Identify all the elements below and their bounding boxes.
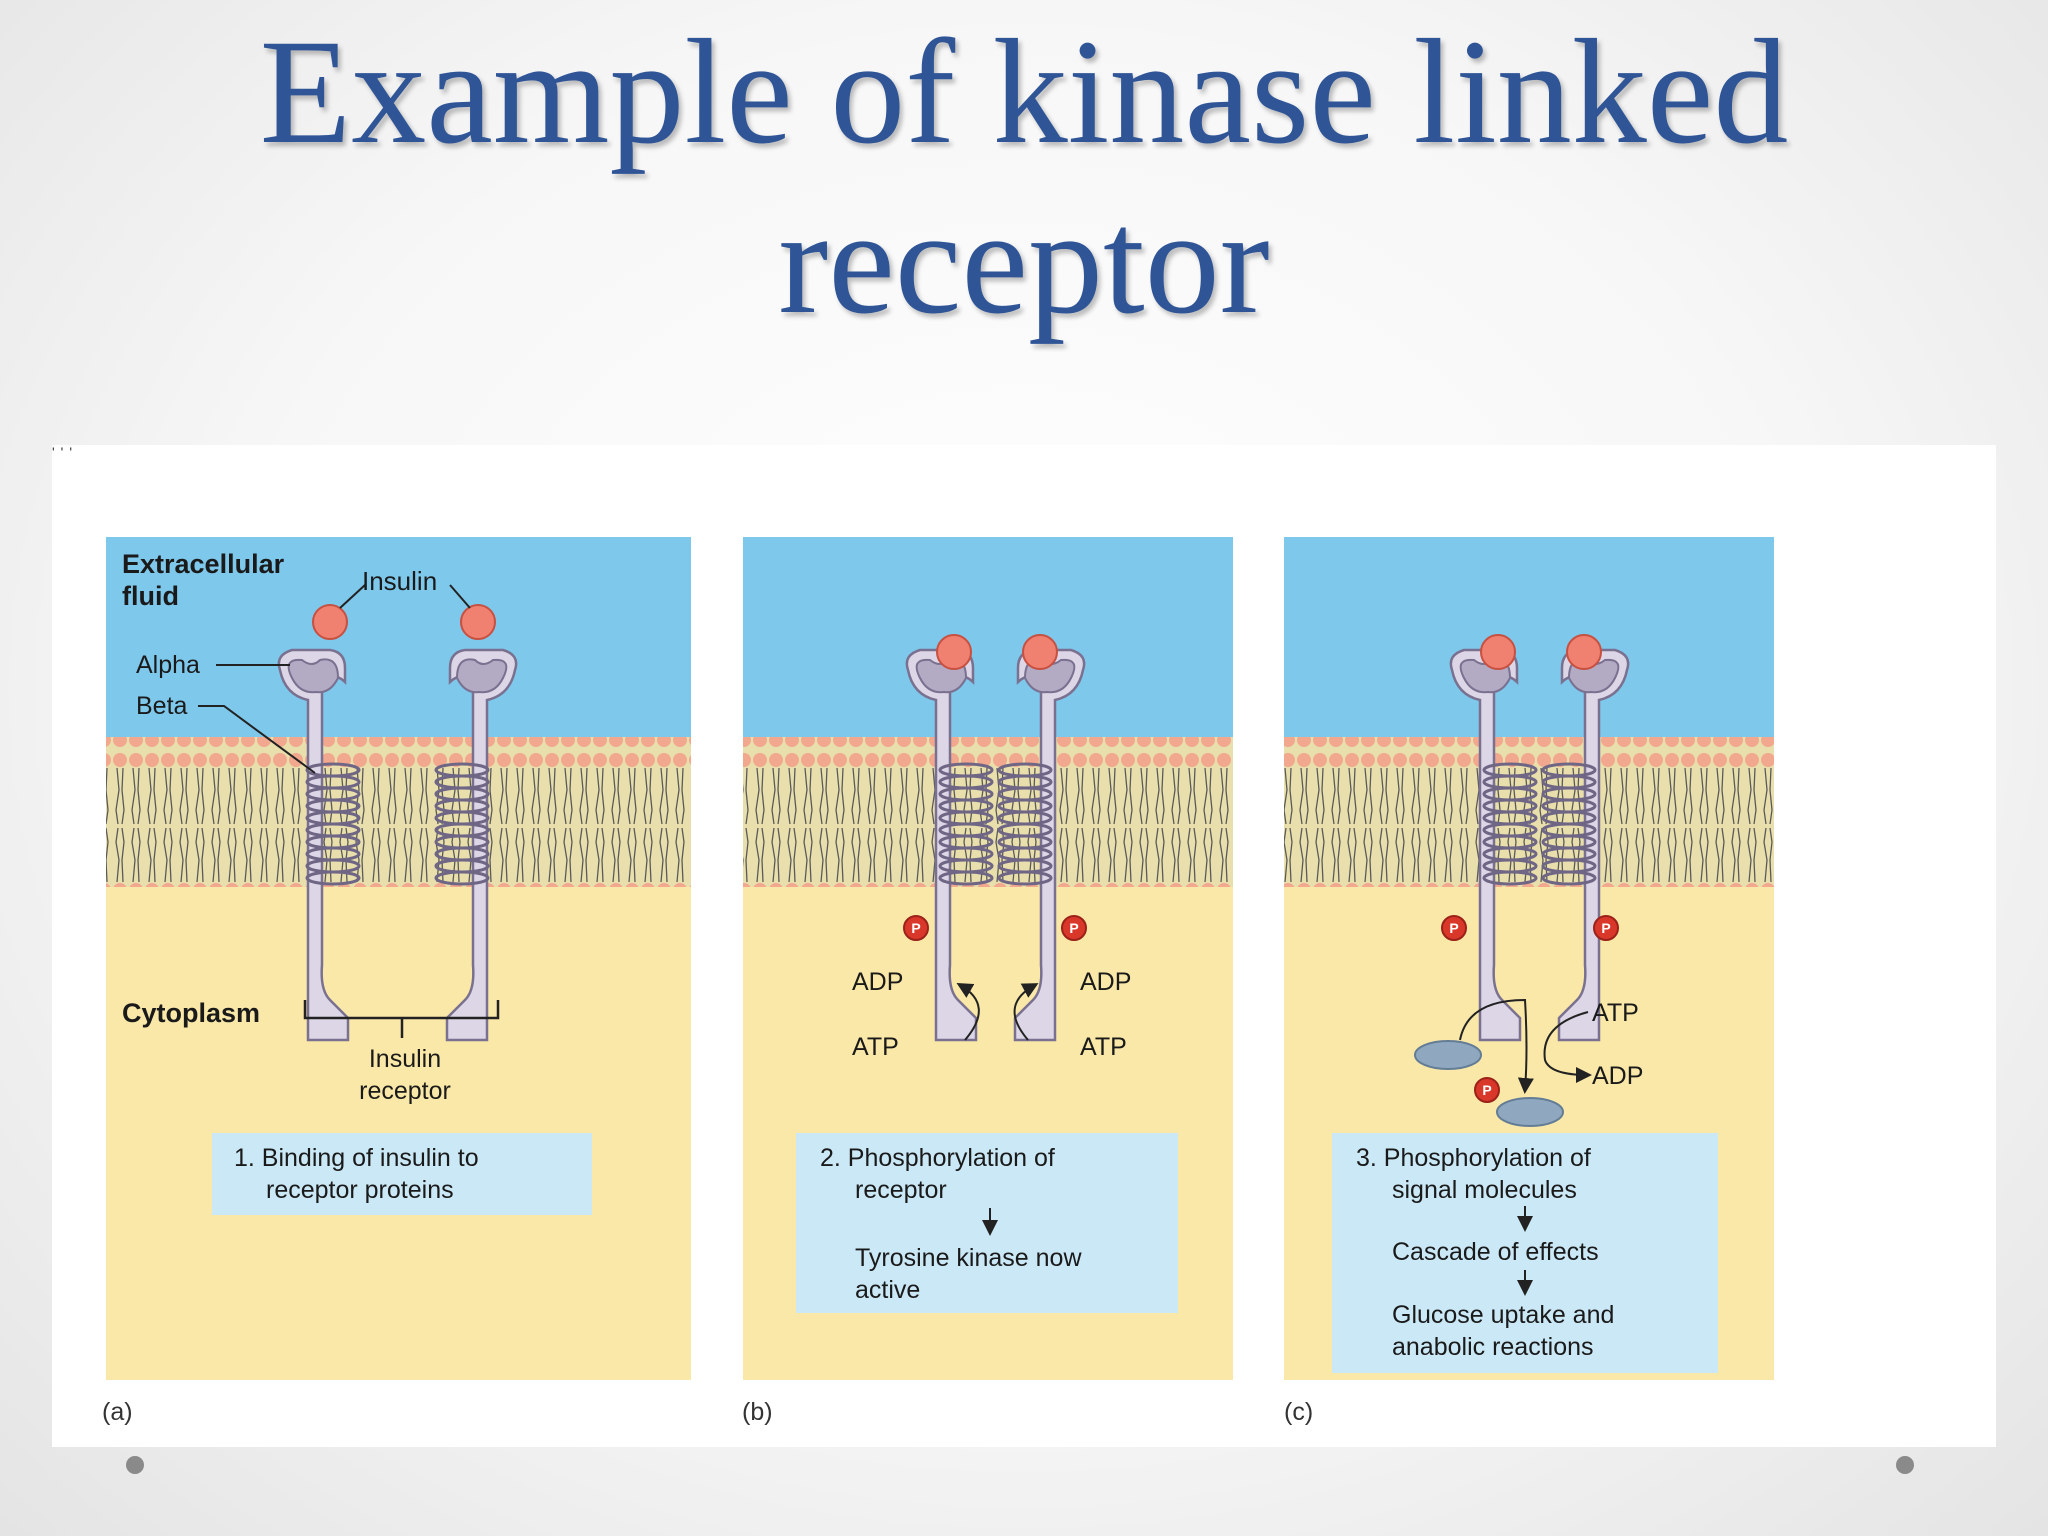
panel-c-caption-line-2: signal molecules [1392,1176,1577,1204]
panel-a-insulin-left [312,604,348,640]
panel-b-letter: (b) [742,1398,773,1426]
panel-b-adp-right: ADP [1080,968,1131,996]
panel-c-adp: ADP [1592,1062,1643,1090]
panel-c-signal-molecule-active [1496,1097,1564,1127]
panel-b-caption-line-3: Tyrosine kinase now [855,1244,1082,1272]
panel-b-extracellular [743,537,1233,737]
panel-b-insulin-right [1022,634,1058,670]
panel-c-arrow-main [1459,998,1534,1094]
label-insulin-receptor-line-2: receptor [359,1077,451,1105]
panel-b-phosphate-left [903,915,929,941]
panel-a-membrane [106,737,691,887]
panel-c-insulin-right [1566,634,1602,670]
panel-c-letter: (c) [1284,1398,1313,1426]
panel-c-arrow-atp [1543,1011,1592,1083]
panel-b-arrow-right [1013,983,1039,1041]
receptor-bracket [303,1000,500,1038]
beta-leader [198,705,316,774]
panel-c-caption-line-3: Cascade of effects [1392,1238,1599,1266]
panel-a: Extracellular fluid Insulin Alpha Beta C… [102,537,691,1426]
panel-c-membrane [1284,737,1774,887]
label-cytoplasm: Cytoplasm [122,998,260,1028]
panel-a-caption-line-2: receptor proteins [266,1176,454,1204]
label-extracellular-line-1: Extracellular [122,549,285,579]
panel-c-caption-box [1332,1133,1718,1373]
slide-title-line-1: Example of kinase linked [259,9,1789,175]
label-beta: Beta [136,692,188,720]
panel-c-signal-molecule-inactive [1414,1040,1482,1070]
panel-b-arrow-left [956,983,980,1041]
panel-b-caption-line-1: 2. Phosphorylation of [820,1144,1055,1172]
panel-a-insulin-leader-left [339,584,366,609]
panel-b-caption-line-4: active [855,1276,920,1304]
panel-a-extracellular [106,537,691,737]
panel-c-insulin-left [1480,634,1516,670]
panel-c-extracellular [1284,537,1774,737]
panel-a-letter: (a) [102,1398,133,1426]
panel-b-caption-line-2: receptor [855,1176,947,1204]
panel-c-caption-line-1: 3. Phosphorylation of [1356,1144,1591,1172]
panel-c-atp: ATP [1592,999,1639,1027]
panel-c-caption-line-5: anabolic reactions [1392,1333,1594,1361]
panel-c-phosphate-right [1593,915,1619,941]
label-alpha: Alpha [136,651,200,679]
slide-title-line-2: receptor [778,179,1270,345]
slide-decoration-dot-right [1896,1456,1914,1474]
panel-b-adp-left: ADP [852,968,903,996]
panel-a-caption-line-1: 1. Binding of insulin to [234,1144,479,1172]
panel-b-membrane [743,737,1233,887]
panel-a-insulin-leader-right [449,584,471,609]
panel-b-atp-left: ATP [852,1033,899,1061]
panel-b-atp-right: ATP [1080,1033,1127,1061]
panel-a-caption-box [212,1133,592,1215]
panel-c-caption-line-4: Glucose uptake and [1392,1301,1614,1329]
slide-decoration-dot-left [126,1456,144,1474]
figure-tick-marks: ''' [52,444,79,460]
panel-b-insulin-left [936,634,972,670]
panel-c: ATP ADP 3. Phosphorylation of signal mol… [1284,537,1774,1426]
label-extracellular-line-2: fluid [122,581,179,611]
panel-c-phosphate-left [1441,915,1467,941]
panel-c-signal-phosphate [1474,1077,1500,1103]
panel-b-phosphate-right [1061,915,1087,941]
label-insulin-receptor-line-1: Insulin [369,1045,441,1073]
panel-a-insulin-right [460,604,496,640]
label-insulin: Insulin [362,566,437,596]
panel-b: ADP ADP ATP ATP 2. Phosphorylation of re… [742,537,1233,1426]
